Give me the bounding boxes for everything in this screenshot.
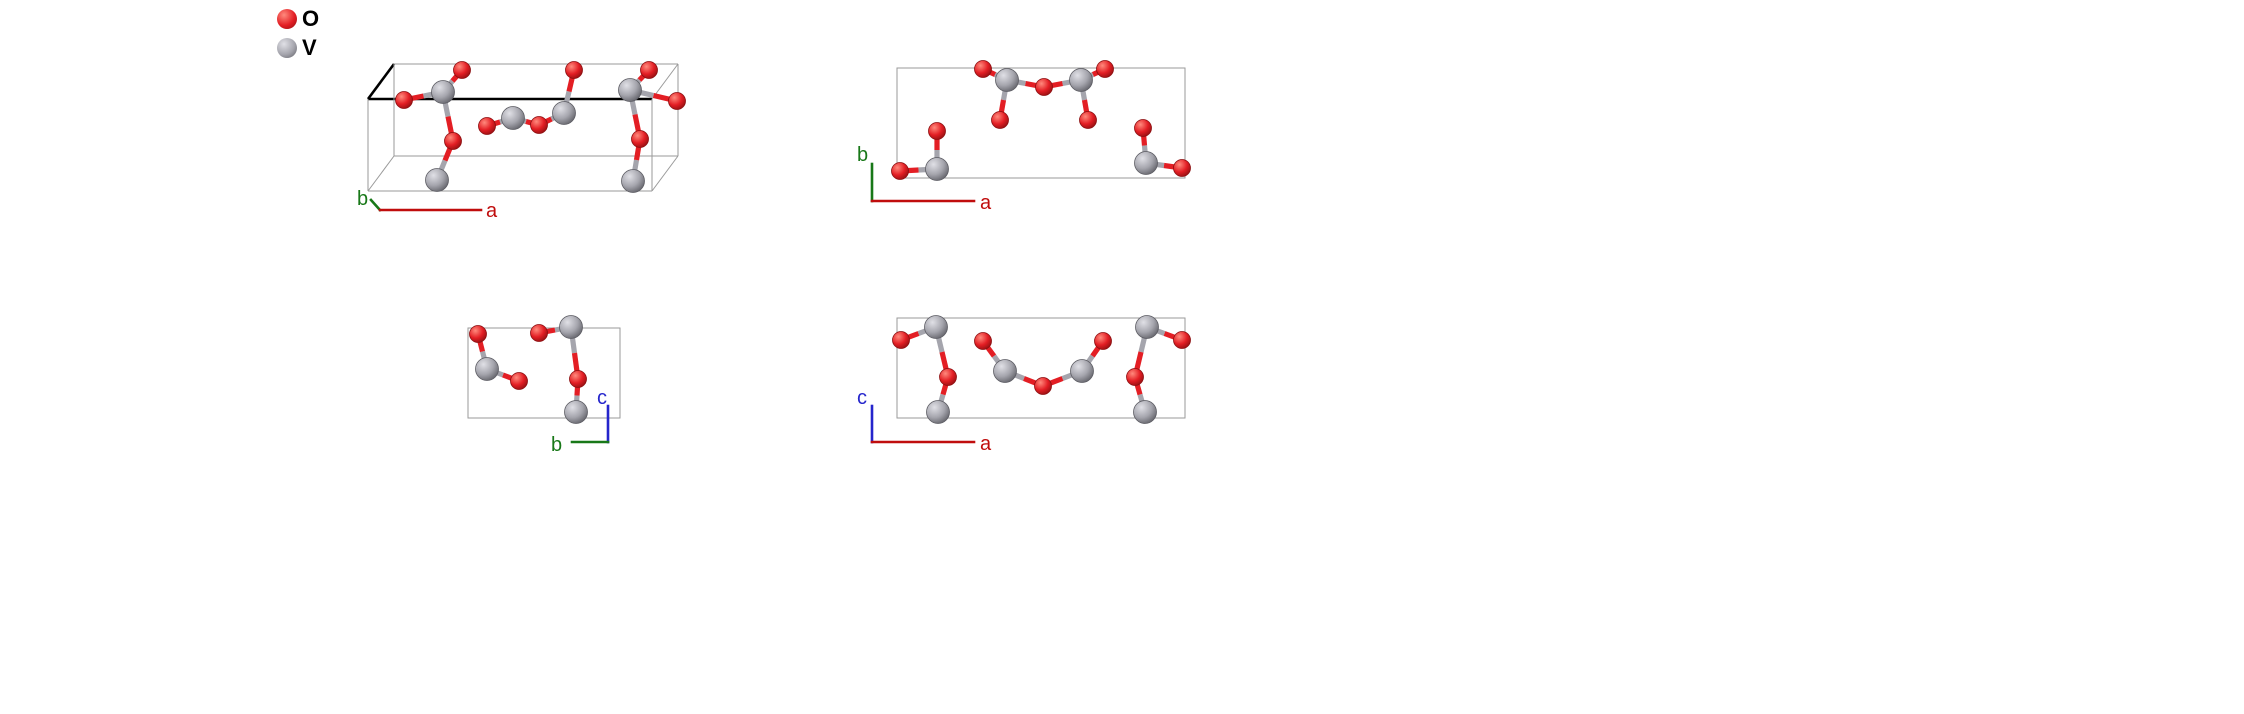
atom-O: [565, 61, 583, 79]
atom-O: [640, 61, 658, 79]
atom-O: [891, 162, 909, 180]
atom-V: [501, 106, 525, 130]
atom-O: [1079, 111, 1097, 129]
atom-O: [530, 116, 548, 134]
atom-V: [1069, 68, 1093, 92]
ac-plane-view: ca: [857, 315, 1191, 455]
axis-label-b: b: [857, 144, 868, 166]
atom-V: [559, 315, 583, 339]
atom-V: [924, 315, 948, 339]
axis-label-b: b: [357, 188, 368, 210]
atom-O: [469, 325, 487, 343]
atom-O: [974, 332, 992, 350]
legend-symbol-oxygen: O: [302, 6, 320, 31]
vanadium-ball-icon: [277, 37, 297, 58]
atom-O: [453, 61, 471, 79]
atom-V: [926, 400, 950, 424]
bc-plane-view: cb: [467, 315, 621, 456]
atom-O: [1134, 119, 1152, 137]
atom-O: [510, 372, 528, 390]
axis-label-b: b: [551, 434, 562, 456]
atom-V: [925, 157, 949, 181]
axis-label-a: a: [980, 433, 992, 455]
oxygen-ball-icon: [277, 8, 297, 29]
unit-cell-edge-bold: [366, 63, 396, 100]
atom-O: [1035, 78, 1053, 96]
atom-O: [1173, 159, 1191, 177]
axis-label-c: c: [857, 387, 867, 409]
unit-cell: [896, 317, 1186, 419]
atom-O: [530, 324, 548, 342]
atom-O: [1096, 60, 1114, 78]
atom-V: [995, 68, 1019, 92]
atom-O: [1173, 331, 1191, 349]
atom-V: [1134, 151, 1158, 175]
atom-O: [668, 92, 686, 110]
atom-O: [569, 370, 587, 388]
unit-cell: [896, 67, 1186, 179]
legend-item-oxygen: O: [277, 6, 320, 31]
unit-cell-edge: [367, 155, 395, 192]
legend: O V: [277, 6, 320, 60]
perspective-view: ba: [357, 61, 686, 222]
atom-O: [395, 91, 413, 109]
unit-cell-edge: [651, 63, 679, 100]
atom-V: [993, 359, 1017, 383]
atom-V: [564, 400, 588, 424]
legend-item-vanadium: V: [277, 35, 319, 60]
atom-O: [478, 117, 496, 135]
atom-O: [444, 132, 462, 150]
atom-O: [1126, 368, 1144, 386]
axis-label-c: c: [597, 387, 607, 409]
ab-plane-view: ba: [857, 60, 1191, 214]
atom-O: [939, 368, 957, 386]
atom-O: [892, 331, 910, 349]
atom-V: [618, 78, 642, 102]
legend-symbol-vanadium: V: [302, 35, 317, 60]
atom-O: [974, 60, 992, 78]
atom-V: [475, 357, 499, 381]
axis-line-b: [369, 198, 382, 212]
atom-V: [431, 80, 455, 104]
atom-O: [1094, 332, 1112, 350]
atom-V: [425, 168, 449, 192]
atom-O: [928, 122, 946, 140]
unit-cell-edge: [651, 155, 679, 192]
atom-V: [1070, 359, 1094, 383]
atom-O: [631, 130, 649, 148]
atom-V: [621, 169, 645, 193]
axis-label-a: a: [486, 200, 498, 222]
atom-V: [1133, 400, 1157, 424]
axis-label-a: a: [980, 192, 992, 214]
atom-V: [552, 101, 576, 125]
atom-V: [1135, 315, 1159, 339]
atom-O: [1034, 377, 1052, 395]
atom-O: [991, 111, 1009, 129]
